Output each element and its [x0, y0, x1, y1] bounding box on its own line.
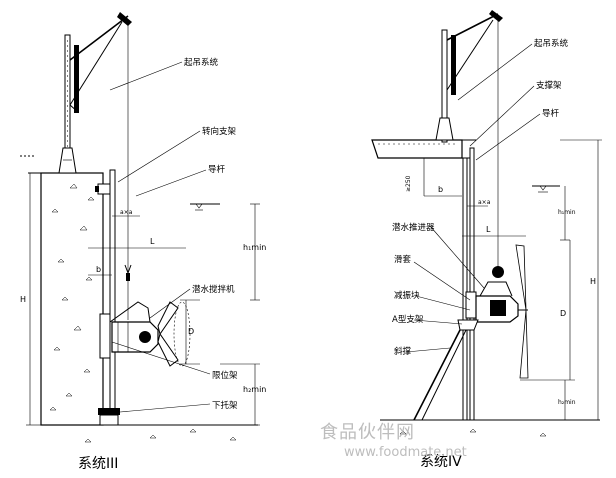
guide-rod-iv: [462, 157, 468, 421]
crane-jib: [69, 15, 129, 61]
sleeve: [465, 291, 477, 319]
dim-L-iii: L: [150, 237, 155, 246]
dim-b-iii: b: [96, 265, 101, 274]
dim-h2-iii: h₂min: [243, 385, 266, 394]
label-propeller: 潜水推进器: [392, 222, 435, 233]
label-sleeve: 滑套: [394, 254, 412, 265]
dim-h1-iii: h₁min: [243, 243, 266, 252]
watermark-cn: 食品伙伴网: [320, 422, 415, 443]
brace: [413, 329, 461, 421]
dim-b-iv: b: [438, 185, 443, 194]
lower-bracket: [98, 408, 120, 415]
crane-base: [58, 147, 77, 174]
caption-system-iii: 系统III: [78, 456, 118, 472]
label-swivel-bracket: 转向支架: [202, 126, 237, 137]
dim-h1-iv: h₁min: [558, 209, 576, 216]
dim-L-iv: L: [486, 225, 491, 234]
label-brace: 斜撑: [394, 346, 412, 357]
support-frame: [461, 140, 470, 159]
label-damper: 减振块: [394, 290, 420, 301]
dim-ax-iv: a×a: [478, 199, 491, 206]
wall-speckles: [49, 183, 95, 411]
label-guide-rod-iv: 导杆: [542, 108, 560, 119]
label-a-frame: A型支架: [392, 314, 424, 325]
dim-H-iii: H: [20, 295, 26, 304]
label-lower-bracket: 下托架: [212, 400, 238, 411]
limit-frame: [99, 313, 111, 359]
concrete-wall: [40, 172, 104, 426]
label-mixer: 潜水搅拌机: [192, 284, 235, 295]
label-limit-frame: 限位架: [212, 370, 238, 381]
guide-rod: [109, 169, 116, 421]
label-guide-rod-iii: 导杆: [208, 164, 226, 175]
dim-D-iii: D: [188, 327, 194, 336]
dim-ge250-iv: ≥250: [405, 175, 412, 192]
dim-h2-iv: h₂min: [558, 399, 576, 406]
swivel-bracket: [97, 183, 111, 195]
platform-slab: [371, 139, 463, 159]
watermark-url: www.foodmate.net: [344, 445, 467, 460]
label-support-frame: 支撑架: [536, 80, 562, 91]
label-hoist-iii: 起吊系统: [184, 57, 219, 68]
system-iii: 起吊系统 转向支架 导杆 潜水搅拌机 限位架 下托架 H L b D a×a h…: [20, 12, 266, 472]
jib-head: [117, 12, 132, 26]
submersible-propeller: [465, 244, 529, 379]
system-iv: 起吊系统 支撑架 导杆 潜水推进器 滑套 减振块 A型支架 斜撑 H L b D…: [371, 10, 602, 470]
dim-H-iv: H: [590, 277, 596, 286]
dim-D-iv: D: [560, 309, 566, 318]
a-frame: [457, 319, 479, 331]
caption-system-iv: 系统IV: [420, 454, 462, 470]
label-hoist-iv: 起吊系统: [534, 38, 569, 49]
crane-mast-iv: [441, 29, 448, 143]
winch-chain: [74, 45, 79, 113]
submersible-mixer: [99, 301, 191, 367]
dim-ax-iii: a×a: [120, 209, 133, 216]
